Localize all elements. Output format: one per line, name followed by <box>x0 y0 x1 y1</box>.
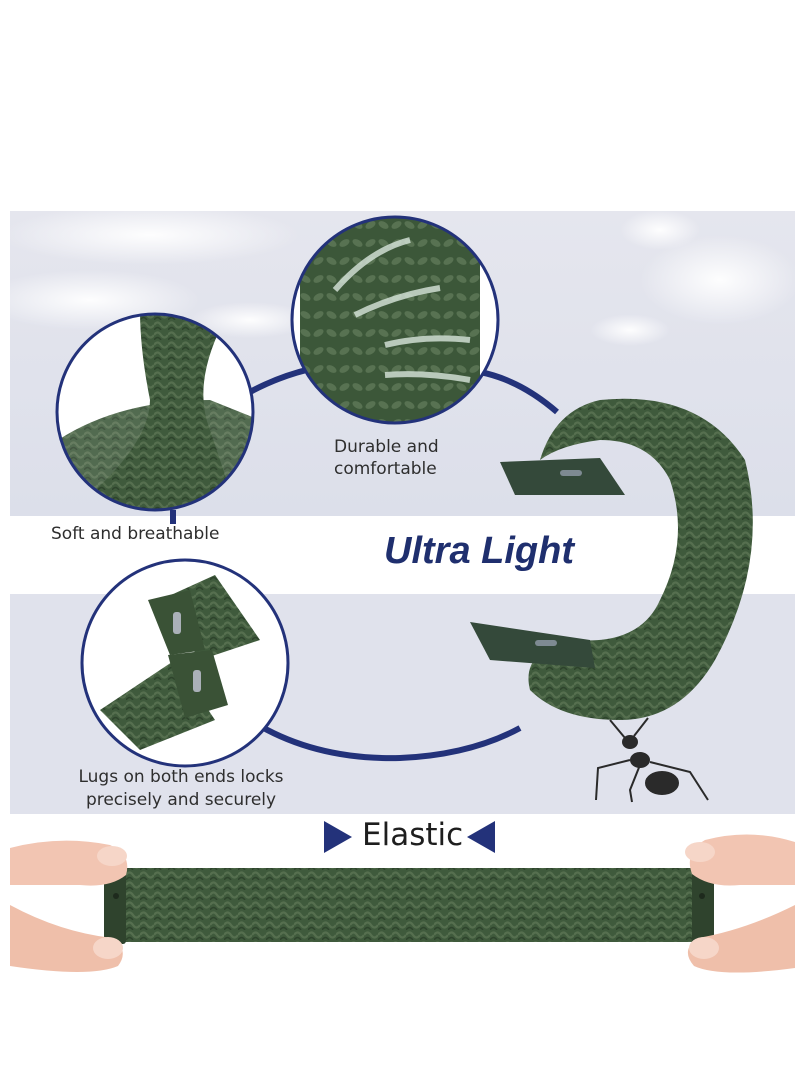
headline-ultra-light: Ultra Light <box>384 530 574 572</box>
coiled-band <box>470 398 753 720</box>
durable-line-2: comfortable <box>334 459 437 479</box>
feature-label-durable: Durable and comfortable <box>334 436 474 480</box>
right-hand <box>685 834 795 973</box>
lugs-line-1: Lugs on both ends locks <box>78 767 284 787</box>
durable-zoom <box>292 217 498 423</box>
feature-label-soft: Soft and breathable <box>51 524 220 544</box>
lugs-zoom <box>82 560 288 766</box>
ant-illustration <box>595 717 709 803</box>
lugs-line-2: precisely and securely <box>85 790 277 810</box>
soft-breathable-zoom <box>57 314 253 510</box>
elastic-label: Elastic <box>362 817 464 853</box>
triangle-left-icon <box>467 821 495 853</box>
durable-line-1: Durable and <box>334 437 439 457</box>
left-hand <box>10 840 128 972</box>
stretched-band <box>104 866 714 944</box>
feature-label-lugs: Lugs on both ends locks precisely and se… <box>56 766 306 812</box>
triangle-right-icon <box>324 821 352 853</box>
